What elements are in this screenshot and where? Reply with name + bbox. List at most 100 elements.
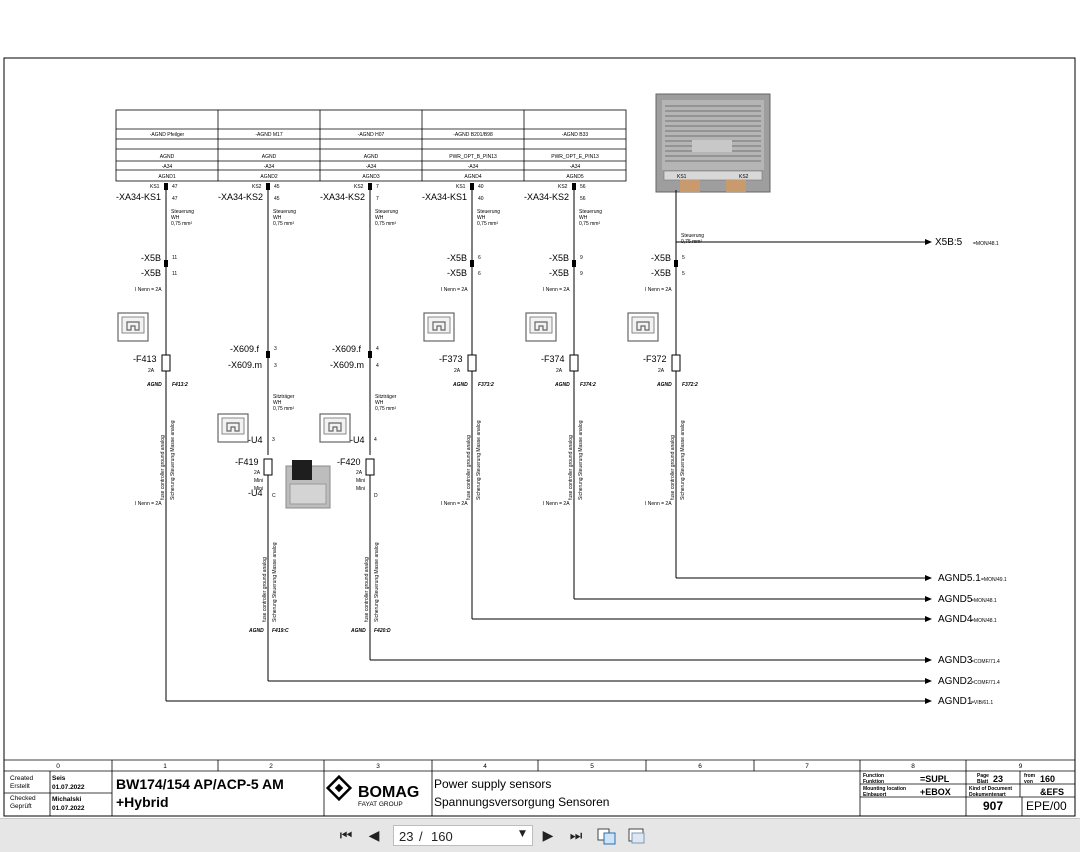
u4-pin: D [374, 493, 378, 499]
connector-label: -XA34-KS2 [524, 192, 569, 202]
header-pin: AGND1 [158, 174, 175, 180]
current-rating: I Nenn = 2A [135, 501, 162, 507]
fuse-element [569, 354, 579, 372]
fuse-type: Mini [254, 478, 263, 484]
fuse-ref: F374:2 [580, 382, 596, 388]
x609-label: -X609.f [230, 344, 260, 354]
fuse-ref: F372:2 [682, 382, 698, 388]
wire-spec: WH [375, 215, 384, 221]
x5b-pin: 9 [580, 271, 583, 277]
total-pages: 160 [431, 829, 453, 844]
checked-name: Michalski [52, 796, 81, 803]
fuse-element [671, 354, 681, 372]
location-label: Mounting location [863, 786, 906, 792]
fuse-ref-prefix: AGND [656, 382, 672, 388]
fuse-ref-prefix: AGND [146, 382, 162, 388]
connector-pin [164, 260, 168, 267]
bomag-logo-icon [325, 774, 353, 802]
title-block [4, 759, 1075, 816]
wire-spec: Sitzträger [273, 394, 295, 400]
column-number: 1 [163, 763, 167, 770]
output-label-x5b5: X5B:5 [935, 237, 963, 248]
current-rating: I Nenn = 2A [135, 287, 162, 293]
x5b-label: -X5B [651, 268, 671, 278]
fuse-holder-icon [423, 312, 455, 342]
output-ref: =MON/48.1 [971, 598, 997, 604]
fuse-holder-icon [525, 312, 557, 342]
machine-title: BW174/154 AP/ACP-5 AM [116, 776, 284, 792]
arrow-icon [925, 239, 932, 245]
u4-pin: 3 [272, 437, 275, 443]
title-block-text: Created Erstellt Seis 01.07.2022 Checked… [10, 773, 1067, 813]
x609-label: -X609.f [332, 344, 362, 354]
current-rating: I Nenn = 2A [441, 501, 468, 507]
connector-pin [572, 183, 576, 190]
fit-width-icon[interactable] [627, 827, 647, 845]
x5b-label: -X5B [141, 253, 161, 263]
fuse-rating: 2A [356, 470, 363, 476]
arrow-icon [925, 575, 932, 581]
ks-label: KS2 [252, 184, 262, 190]
connector-pin [572, 260, 576, 267]
u4-label: -U4 [248, 435, 263, 445]
u4-label: -U4 [248, 488, 263, 498]
fuse-rating: 2A [556, 368, 563, 374]
page-description-en: Power supply sensors [434, 777, 551, 791]
fuse-name: -F372 [643, 354, 667, 364]
column-number: 2 [269, 763, 273, 770]
column-number: 8 [911, 763, 915, 770]
function-label: Function [863, 773, 884, 779]
first-page-button[interactable]: ⏮ [336, 827, 356, 845]
connector-label: -XA34-KS2 [218, 192, 263, 202]
x5b-label: -X5B [651, 253, 671, 263]
last-page-button[interactable]: ⏭ [566, 827, 586, 845]
current-rating: I Nenn = 2A [543, 501, 570, 507]
fuse-name: -F374 [541, 354, 565, 364]
wire-description-de: Sicherung Steuerung Masse analog [680, 420, 686, 500]
fuse-element [161, 354, 171, 372]
fuse-rating: 2A [254, 470, 261, 476]
from-label-de: von [1024, 779, 1033, 785]
previous-page-button[interactable]: ◀ [364, 827, 384, 845]
from-value: 160 [1040, 774, 1055, 784]
output-ref: =MON/49.1 [981, 577, 1007, 583]
pdf-viewer-toolbar: ⏮ ◀ 23 / 160 ▼ ▶ ⏭ [0, 818, 1080, 852]
header-connection: AGND [364, 154, 379, 160]
from-label: from [1024, 773, 1036, 779]
x5b-label: -X5B [447, 268, 467, 278]
wire-description: fuse controller ground analog [670, 435, 676, 500]
connector-pin-number: 45 [274, 196, 280, 202]
header-slot: -A34 [570, 164, 581, 170]
page-label-de: Blatt [977, 779, 988, 785]
fuse-ref: F413:2 [172, 382, 188, 388]
created-name: Seis [52, 775, 66, 782]
connector-label: -XA34-KS1 [116, 192, 161, 202]
wire-spec: WH [273, 400, 282, 406]
page-number-select[interactable]: 23 / 160 ▼ [393, 825, 533, 846]
next-page-button[interactable]: ▶ [538, 827, 558, 845]
fit-page-icon[interactable] [597, 827, 617, 845]
wire-spec: WH [579, 215, 588, 221]
header-function: -AGND B33 [562, 132, 589, 138]
x5b-label: -X5B [549, 253, 569, 263]
x609-pin: 4 [376, 346, 379, 352]
checked-label-de: Geprüft [10, 803, 32, 810]
fuse-type: Mini [356, 486, 365, 492]
connector-pin [266, 351, 270, 358]
column-number: 5 [590, 763, 594, 770]
wire-description-de: Sicherung Steuerung Masse analog [578, 420, 584, 500]
fuse-name: -F373 [439, 354, 463, 364]
fuse-element [467, 354, 477, 372]
kind-label: Kind of Document [969, 786, 1012, 792]
current-rating: I Nenn = 2A [441, 287, 468, 293]
fuse-type: Mini [356, 478, 365, 484]
page-value: 23 [993, 774, 1003, 784]
created-label: Created [10, 775, 34, 782]
wire-spec: Steuerung [579, 209, 602, 215]
fuse-ref-prefix: AGND [452, 382, 468, 388]
wire-spec: Steuerung [171, 209, 194, 215]
drawing-frame [3, 57, 1076, 817]
wire-spec: Steuerung [681, 233, 704, 239]
ks-number: 40 [478, 184, 484, 190]
